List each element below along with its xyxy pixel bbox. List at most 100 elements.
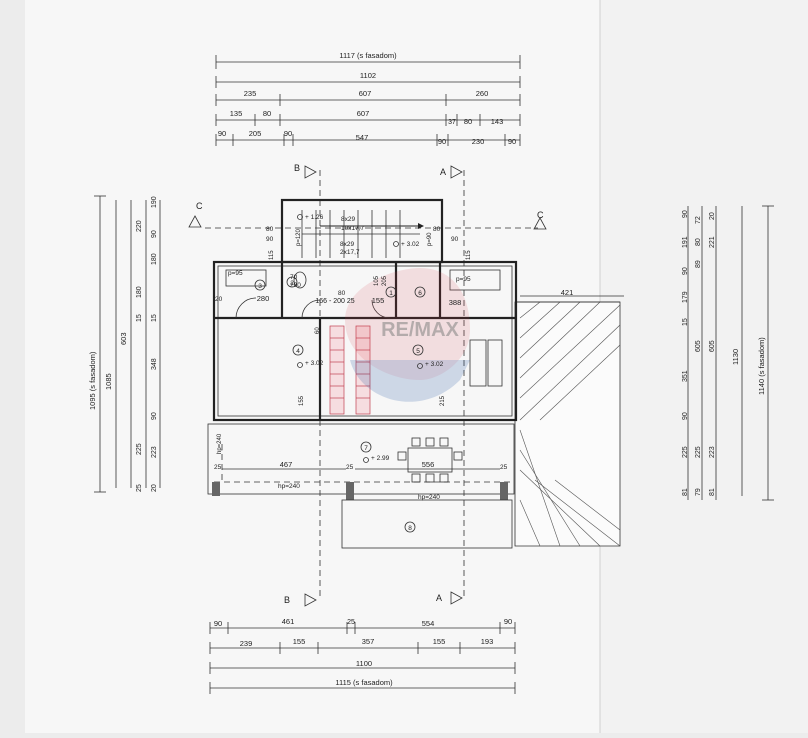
svg-text:80: 80 (263, 109, 271, 118)
room-1-number: 1 (389, 290, 393, 297)
svg-text:25: 25 (136, 484, 143, 492)
svg-text:90: 90 (508, 137, 516, 146)
svg-text:225: 225 (682, 446, 689, 458)
room-7-number: 7 (364, 445, 368, 452)
room-labels: 1 2 3 4 5 6 7 8 155 166 - 200 25 280 388… (254, 276, 462, 533)
svg-text:81: 81 (682, 488, 689, 496)
svg-text:190: 190 (151, 196, 158, 208)
svg-text:1130: 1130 (731, 349, 740, 365)
svg-text:20: 20 (215, 296, 223, 303)
svg-text:155: 155 (293, 637, 306, 646)
svg-text:179: 179 (682, 291, 689, 303)
svg-text:260: 260 (476, 89, 489, 98)
svg-text:20: 20 (151, 484, 158, 492)
svg-text:25: 25 (500, 464, 508, 471)
svg-text:hp=240: hp=240 (217, 433, 223, 454)
svg-text:p=90: p=90 (427, 232, 433, 246)
svg-text:223: 223 (709, 446, 716, 458)
svg-text:205: 205 (382, 275, 388, 286)
svg-text:p=95: p=95 (228, 270, 243, 277)
svg-text:90: 90 (266, 236, 274, 243)
svg-text:2x17,7: 2x17,7 (340, 249, 360, 256)
svg-text:90: 90 (151, 230, 158, 238)
svg-text:80: 80 (338, 290, 346, 297)
svg-text:8x29: 8x29 (341, 216, 355, 223)
svg-text:15: 15 (682, 318, 689, 326)
svg-text:547: 547 (356, 133, 369, 142)
svg-text:90: 90 (284, 129, 292, 138)
dim-top-row2-total: 1102 (360, 71, 376, 80)
room-7-area: 556 (422, 460, 435, 469)
svg-text:+ 3.02: + 3.02 (401, 241, 420, 248)
room-6-number: 6 (418, 290, 422, 297)
top-dimensions: 1117 (s fasadom) 1102 235 607 260 135 80… (215, 51, 521, 146)
room-6-area: 388 (449, 298, 462, 307)
svg-text:90: 90 (438, 137, 446, 146)
svg-text:225: 225 (695, 446, 702, 458)
left-dimensions: 1095 (s fasadom) 1085 603 220 180 15 225… (88, 195, 161, 493)
svg-text:1095 (s fasadom): 1095 (s fasadom) (88, 351, 97, 410)
room-8-number: 8 (408, 525, 412, 532)
svg-text:15: 15 (151, 314, 158, 322)
svg-text:79: 79 (695, 488, 702, 496)
svg-text:225: 225 (136, 443, 143, 455)
svg-text:235: 235 (244, 89, 257, 98)
svg-text:80: 80 (433, 226, 441, 233)
svg-text:115: 115 (466, 250, 472, 260)
svg-text:607: 607 (359, 89, 372, 98)
section-a-bottom: A (436, 593, 442, 603)
right-dimensions: 90 191 90 179 15 351 90 225 81 72 80 89 … (682, 205, 774, 501)
svg-text:221: 221 (709, 236, 716, 248)
svg-text:143: 143 (491, 117, 504, 126)
svg-text:135: 135 (230, 109, 243, 118)
svg-text:80: 80 (266, 226, 274, 233)
svg-text:193: 193 (481, 637, 494, 646)
svg-text:90: 90 (218, 129, 226, 138)
svg-text:25: 25 (214, 464, 222, 471)
section-c-left: C (196, 201, 203, 211)
svg-text:115: 115 (269, 250, 275, 260)
svg-text:80: 80 (464, 117, 472, 126)
svg-text:90: 90 (451, 236, 459, 243)
svg-text:607: 607 (357, 109, 370, 118)
svg-text:461: 461 (282, 617, 295, 626)
svg-text:1085: 1085 (104, 373, 113, 390)
dim-top-row1-total: 1117 (s fasadom) (339, 51, 397, 60)
svg-text:p=95: p=95 (456, 276, 471, 283)
room-3-number: 3 (258, 283, 262, 290)
svg-text:10x17,7: 10x17,7 (341, 225, 365, 232)
svg-text:+ 1.26: + 1.26 (305, 214, 324, 221)
svg-text:p=120: p=120 (296, 228, 302, 246)
svg-text:89: 89 (695, 260, 702, 268)
section-b-top: B (294, 163, 300, 173)
annotations: 8x29 10x17,7 8x29 2x17,7 + 1.26 + 3.02 +… (214, 214, 508, 501)
svg-text:15: 15 (136, 314, 143, 322)
svg-text:90: 90 (682, 412, 689, 420)
section-b-bottom: B (284, 595, 290, 605)
svg-text:25: 25 (346, 464, 354, 471)
room-2-area: 166 - 200 25 (315, 298, 354, 305)
svg-text:72: 72 (695, 216, 702, 224)
roof-hatch: 421 (514, 288, 624, 547)
dim-421: 421 (561, 288, 574, 297)
svg-text:90: 90 (151, 412, 158, 420)
svg-text:155: 155 (433, 637, 446, 646)
svg-text:+ 3.02: + 3.02 (425, 361, 444, 368)
room-3-area: 280 (257, 294, 270, 303)
room-4-number: 4 (296, 348, 300, 355)
svg-text:+ 2.99: + 2.99 (371, 455, 390, 462)
svg-text:105: 105 (374, 275, 380, 286)
svg-text:220: 220 (136, 220, 143, 232)
svg-text:90: 90 (682, 267, 689, 275)
svg-text:70: 70 (290, 274, 298, 281)
svg-text:603: 603 (119, 332, 128, 345)
svg-text:180: 180 (136, 286, 143, 298)
paper-left (25, 0, 600, 733)
watermark-text: RE/MAX (381, 319, 459, 341)
svg-text:+ 3.02: + 3.02 (305, 360, 324, 367)
svg-text:90: 90 (504, 617, 512, 626)
svg-text:37: 37 (448, 119, 456, 126)
room-5-number: 5 (416, 348, 420, 355)
svg-text:60: 60 (315, 327, 321, 334)
